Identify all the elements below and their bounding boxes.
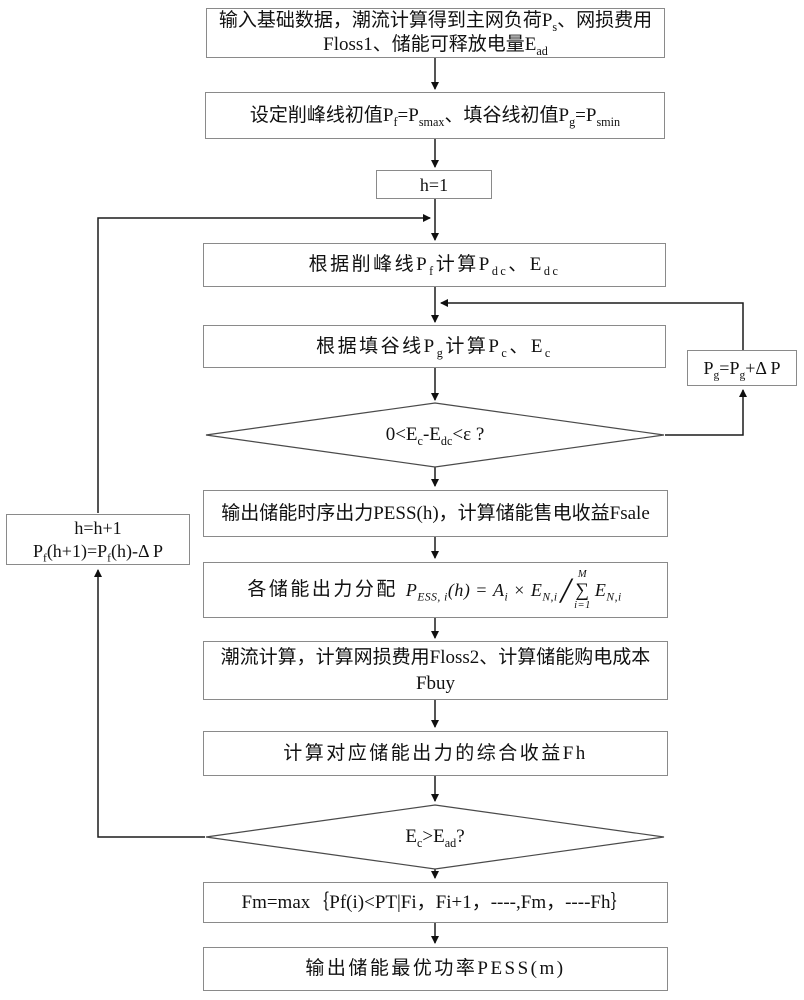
formula-times: ×: [514, 580, 525, 600]
node-h-update-line2: Pf(h+1)=Pf(h)-Δ P: [32, 540, 164, 565]
formula-term-e2: EN,i: [594, 580, 622, 604]
node-output-timeseries-label: 输出储能时序出力PESS(h)，计算储能售电收益Fsale: [221, 502, 650, 524]
node-comprehensive-benefit-label: 计算对应储能出力的综合收益Fh: [283, 742, 588, 764]
node-fm-max: Fm=max｛Pf(i)<PT|Fi，Fi+1，----,Fm，----Fh｝: [203, 882, 668, 923]
node-decision-ec-ead-label: Ec>Ead?: [405, 826, 465, 850]
node-output-optimal-label: 输出储能最优功率PESS(m): [305, 958, 566, 979]
formula-term-pess: PESS, i(h): [405, 580, 471, 604]
formula-sum-upper: M: [577, 568, 588, 580]
node-calc-valley-label: 根据填谷线Pg计算Pc、Ec: [316, 335, 553, 360]
node-calc-peak: 根据削峰线Pf计算Pdc、Edc: [203, 243, 666, 287]
formula-term-a: Ai: [493, 580, 509, 604]
node-pg-update-label: Pg=Pg+Δ P: [703, 358, 781, 382]
node-h-init-label: h=1: [419, 174, 449, 195]
node-pg-update: Pg=Pg+Δ P: [687, 350, 797, 386]
connector-pgupdate-return: [440, 299, 744, 350]
node-calc-valley: 根据填谷线Pg计算Pc、Ec: [203, 325, 666, 368]
connector-hupdate-return: [97, 214, 431, 513]
allocate-math: PESS, i(h) = Ai × EN,i / M ∑ i=1 EN,i: [404, 569, 624, 611]
formula-sum: M ∑ i=1: [574, 569, 591, 611]
allocate-prefix: 各储能出力分配: [247, 579, 398, 600]
node-calc-peak-label: 根据削峰线Pf计算Pdc、Edc: [308, 254, 561, 278]
node-power-flow-cost: 潮流计算，计算网损费用Floss2、计算储能购电成本Fbuy: [203, 641, 668, 700]
node-output-timeseries: 输出储能时序出力PESS(h)，计算储能售电收益Fsale: [203, 490, 668, 537]
node-h-update-line1: h=h+1: [74, 517, 122, 538]
allocate-formula-row: 各储能出力分配 PESS, i(h) = Ai × EN,i / M ∑ i=1…: [247, 569, 623, 611]
node-input-data: 输入基础数据，潮流计算得到主网负荷Ps、网损费用Floss1、储能可释放电量Ea…: [206, 8, 665, 58]
connector-decision1-to-pgupdate: [665, 389, 747, 436]
decision-ec-ead-shape: [205, 804, 665, 870]
node-decision-epsilon-label: 0<Ec-Edc<ε ?: [385, 424, 485, 448]
formula-equals: =: [476, 580, 487, 600]
node-power-flow-cost-label: 潮流计算，计算网损费用Floss2、计算储能购电成本Fbuy: [220, 646, 651, 694]
decision-epsilon-shape: [205, 402, 665, 468]
node-comprehensive-benefit: 计算对应储能出力的综合收益Fh: [203, 731, 668, 776]
node-set-initial-lines-label: 设定削峰线初值Pf=Psmax、填谷线初值Pg=Psmin: [249, 104, 621, 129]
node-h-init: h=1: [376, 170, 492, 199]
node-decision-epsilon: 0<Ec-Edc<ε ?: [206, 403, 664, 467]
connector-decision2-to-hupdate: [94, 569, 205, 838]
formula-slash: /: [560, 569, 572, 610]
formula-term-e1: EN,i: [530, 580, 558, 604]
node-output-optimal: 输出储能最优功率PESS(m): [203, 947, 668, 991]
node-input-data-label: 输入基础数据，潮流计算得到主网负荷Ps、网损费用Floss1、储能可释放电量Ea…: [218, 10, 653, 58]
node-fm-max-label: Fm=max｛Pf(i)<PT|Fi，Fi+1，----,Fm，----Fh｝: [241, 891, 630, 913]
node-set-initial-lines: 设定削峰线初值Pf=Psmax、填谷线初值Pg=Psmin: [205, 92, 665, 139]
formula-sum-lower: i=1: [574, 599, 591, 611]
node-decision-ec-ead: Ec>Ead?: [206, 805, 664, 869]
node-h-update: h=h+1 Pf(h+1)=Pf(h)-Δ P: [6, 514, 190, 565]
node-allocate-formula: 各储能出力分配 PESS, i(h) = Ai × EN,i / M ∑ i=1…: [203, 562, 668, 618]
sigma-icon: ∑: [575, 579, 590, 601]
